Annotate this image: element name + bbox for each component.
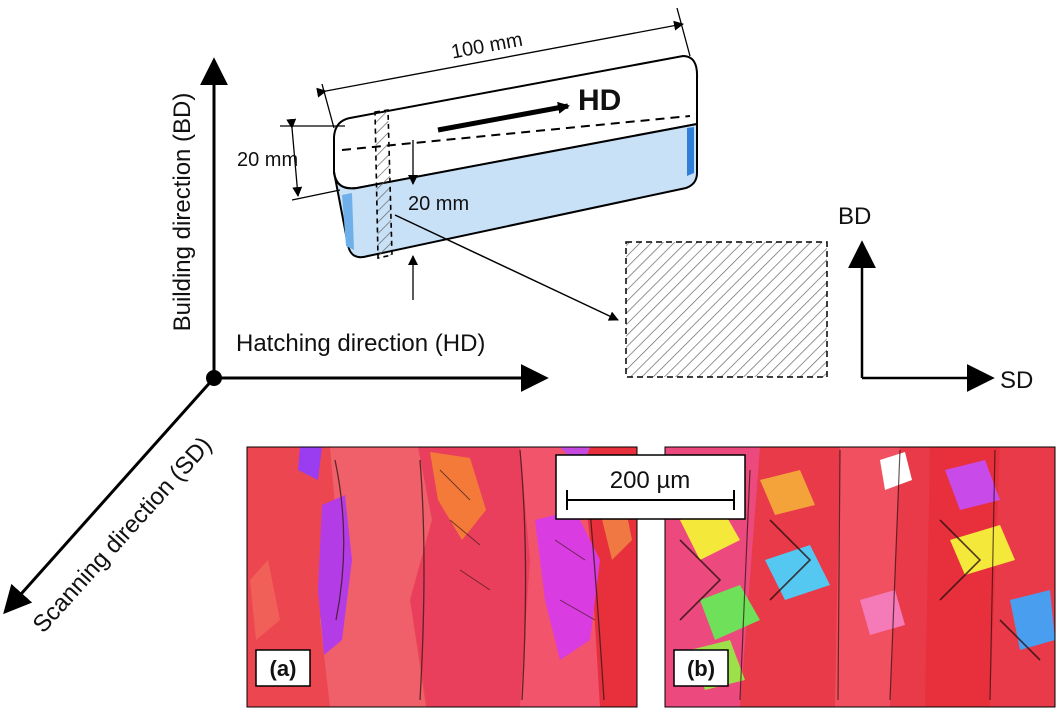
scale-bar-box	[555, 454, 746, 520]
specimen-hidden-edge	[341, 115, 691, 151]
axis-origin	[206, 370, 222, 386]
scanning-direction-label: Scanning direction (SD)	[28, 432, 218, 638]
building-direction-label: Building direction (BD)	[169, 93, 196, 332]
dim-width-label: 20 mm	[408, 193, 469, 215]
dim-height-line	[286, 118, 303, 197]
specimen-front-face	[333, 122, 698, 259]
sd-axis	[3, 377, 216, 615]
specimen-edge-highlight	[687, 127, 694, 176]
panel-a-tag-box	[255, 649, 311, 687]
panel-b-tag-box	[673, 649, 729, 687]
dim-height-ext-bottom	[291, 189, 341, 201]
specimen-section-plane	[374, 109, 393, 259]
dim-height-label: 20 mm	[237, 149, 298, 171]
section-sd-label: SD	[1000, 367, 1033, 394]
specimen-block: HD	[333, 54, 699, 259]
section-leader	[394, 214, 619, 321]
hd-block-arrow	[437, 101, 570, 133]
panel-a-tag: (a)	[270, 656, 297, 681]
specimen-left-shade	[342, 193, 354, 250]
section-bd-label: BD	[838, 203, 871, 230]
cross-section	[625, 241, 828, 378]
dim-100-ext-right	[676, 7, 691, 57]
panel-b-tag: (b)	[687, 656, 715, 681]
scale-bar: 200 µm	[555, 454, 746, 520]
dim-length-label: 100 mm	[449, 29, 524, 64]
dim-100-line	[316, 20, 684, 98]
hatching-direction-label: Hatching direction (HD)	[236, 330, 485, 357]
scale-bar-label: 200 µm	[610, 467, 691, 494]
hd-block-label: HD	[578, 84, 621, 117]
section-axes: BD SD	[838, 203, 1033, 394]
ebsd-panel-a: (a)	[246, 446, 638, 708]
